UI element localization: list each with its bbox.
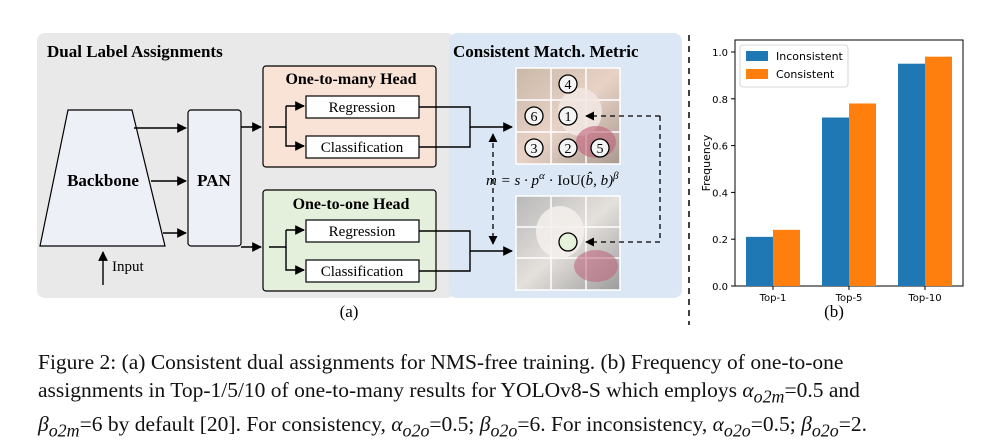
one-to-one-output-merge — [419, 251, 471, 272]
one-to-one-title: One-to-one Head — [293, 196, 410, 213]
figure-caption: Figure 2: (a) Consistent dual assignment… — [38, 348, 968, 445]
y-tick-label: 0.6 — [712, 142, 728, 153]
figure: Dual Label Assignments Consistent Match.… — [37, 33, 964, 325]
legend-swatch-consistent — [746, 69, 768, 79]
one-to-one-classification-label: Classification — [321, 264, 404, 280]
anchor-label-6: 6 — [531, 110, 538, 125]
caption-line-1: Figure 2: (a) Consistent dual assignment… — [38, 350, 844, 374]
anchor-label-2: 2 — [565, 142, 572, 157]
panel-a-sublabel: (a) — [340, 302, 359, 321]
y-axis-label: Frequency — [700, 134, 713, 191]
bar-inconsistent-top-5 — [822, 117, 849, 287]
one-to-many-classification-label: Classification — [321, 140, 404, 156]
x-tick-label: Top-5 — [835, 293, 863, 304]
metric-formula: m = s · pα · IoU(b̂, b)β — [486, 170, 619, 189]
one-to-many-output-merge — [419, 127, 471, 148]
backbone-block — [39, 109, 166, 247]
y-tick-label: 0.2 — [712, 235, 728, 246]
one-to-many-regression-label: Regression — [329, 100, 396, 116]
anchor-label-4: 4 — [565, 78, 572, 93]
one-to-one-regression-label: Regression — [329, 224, 396, 240]
metric-panel — [449, 33, 682, 298]
legend-label-inconsistent: Inconsistent — [776, 50, 844, 63]
legend-label-consistent: Consistent — [776, 68, 835, 81]
pan-block — [187, 109, 242, 247]
bar-consistent-top-1 — [773, 229, 800, 286]
anchor-circles: 4 6 1 3 2 5 — [524, 74, 610, 158]
dual-label-title: Dual Label Assignments — [47, 42, 223, 61]
bar-inconsistent-top-1 — [746, 236, 773, 286]
one-to-one-output-lines — [419, 230, 513, 256]
metric-dashed-return-top — [585, 116, 661, 247]
anchor-label-5: 5 — [597, 142, 604, 157]
y-tick-label: 0.0 — [712, 282, 728, 293]
panel-b-sublabel: (b) — [824, 302, 844, 321]
x-tick-label: Top-1 — [759, 293, 787, 304]
x-tick-label: Top-10 — [907, 293, 941, 304]
y-tick-label: 0.8 — [712, 95, 728, 106]
one-to-many-output-lines — [419, 106, 513, 132]
one-to-one-classification-arrow — [285, 247, 305, 275]
anchor-label-3: 3 — [531, 142, 538, 157]
caption-line-3: βo2m=6 by default [20]. For consistency,… — [38, 412, 867, 441]
metric-title: Consistent Match. Metric — [453, 42, 639, 61]
pan-label: PAN — [197, 171, 231, 190]
chart-legend: Inconsistent Consistent — [739, 44, 849, 88]
one-to-many-title: One-to-many Head — [285, 71, 416, 88]
frequency-bar-chart: Frequency 0.0 0.2 0.4 0.6 0.8 1.0 Top-1 Top-5 T… — [700, 39, 964, 304]
bar-consistent-top-10 — [925, 56, 952, 287]
anchor-label-1: 1 — [565, 110, 572, 125]
caption-line-2: assignments in Top-1/5/10 of one-to-many… — [38, 378, 860, 407]
bar-consistent-top-5 — [849, 103, 876, 286]
legend-swatch-inconsistent — [746, 51, 768, 61]
y-tick-label: 0.4 — [712, 188, 728, 199]
one-to-many-classification-arrow — [285, 127, 305, 151]
matched-anchor-circle — [558, 232, 578, 252]
input-label: Input — [112, 259, 144, 275]
bar-inconsistent-top-10 — [898, 63, 925, 287]
one-to-one-image-grid — [515, 195, 621, 291]
backbone-label: Backbone — [67, 171, 139, 190]
y-tick-label: 1.0 — [712, 48, 728, 59]
